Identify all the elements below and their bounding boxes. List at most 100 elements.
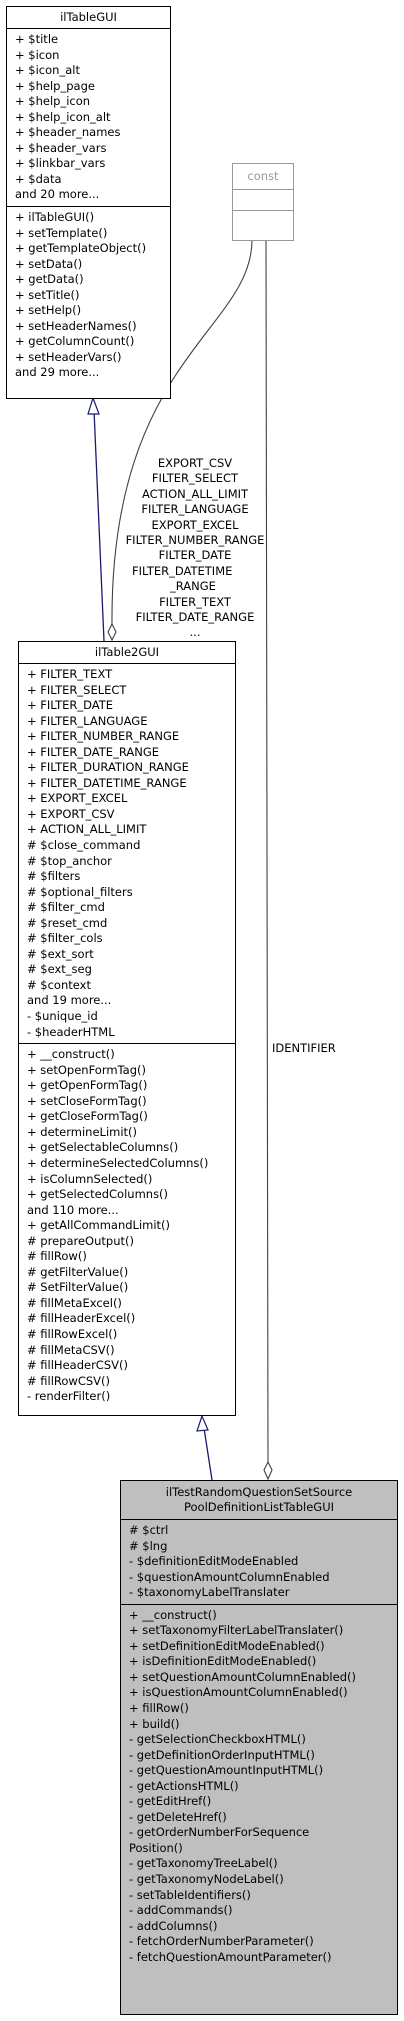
method: + determineSelectedColumns()	[27, 1155, 209, 1170]
attribute: - $questionAmountColumnEnabled	[129, 1569, 330, 1584]
attribute: and 19 more...	[27, 993, 112, 1008]
method: + getTemplateObject()	[15, 241, 147, 256]
method: + ilTableGUI()	[15, 210, 95, 225]
usage-edge-const-to-leaf	[265, 239, 269, 1463]
inheritance-edge-table2-to-tablegui	[93, 409, 105, 642]
attribute: + FILTER_TEXT	[27, 667, 113, 681]
method: + setHelp()	[15, 303, 82, 318]
class-iltable2gui: ilTable2GUI + FILTER_TEXT + FILTER_SELEC…	[18, 641, 236, 1416]
attribute: # $close_command	[27, 838, 141, 853]
method: - getQuestionAmountInputHTML()	[129, 1763, 324, 1778]
method: + determineLimit()	[27, 1124, 138, 1139]
methods-section: + __construct() + setOpenFormTag() + get…	[19, 1043, 235, 1408]
class-iltablegui: ilTableGUI + $title + $icon + $icon_alt …	[6, 6, 171, 399]
method: + __construct()	[27, 1047, 115, 1062]
attribute: + FILTER_LANGUAGE	[27, 713, 148, 728]
method: + isColumnSelected()	[27, 1171, 153, 1186]
method: and 110 more...	[27, 1202, 119, 1217]
attribute: - $unique_id	[27, 1009, 98, 1024]
method: + setTaxonomyFilterLabelTranslater()	[129, 1623, 344, 1638]
class-name: const	[233, 164, 293, 190]
method: + __construct()	[129, 1607, 217, 1622]
class-const: const	[232, 163, 294, 241]
attribute: # $filter_cmd	[27, 900, 105, 915]
method: - getTaxonomyTreeLabel()	[129, 1856, 278, 1871]
method: - getDeleteHref()	[129, 1809, 227, 1824]
method: - fetchQuestionAmountParameter()	[129, 1949, 332, 1964]
attribute: # $top_anchor	[27, 853, 112, 868]
attribute: # $filters	[27, 869, 81, 884]
edge-label-const-to-leaf: IDENTIFIER	[272, 1041, 336, 1055]
method: # fillHeaderExcel()	[27, 1311, 136, 1326]
method: - getActionsHTML()	[129, 1778, 239, 1793]
attribute: # $optional_filters	[27, 884, 133, 899]
method: + fillRow()	[129, 1701, 189, 1716]
method: # fillMetaExcel()	[27, 1295, 122, 1310]
usage-edge-const-to-table2	[111, 239, 253, 625]
attribute: # $ext_seg	[27, 962, 92, 977]
method: + getAllCommandLimit()	[27, 1218, 171, 1233]
attribute: # $reset_cmd	[27, 915, 108, 930]
class-name: ilTestRandomQuestionSetSource PoolDefini…	[121, 1481, 397, 1520]
method: # fillRow()	[27, 1249, 87, 1264]
method: - setTableIdentifiers()	[129, 1887, 251, 1902]
class-name: ilTable2GUI	[19, 642, 235, 664]
method: - getTaxonomyNodeLabel()	[129, 1872, 284, 1887]
attribute: - $headerHTML	[27, 1024, 115, 1039]
attribute: + $help_icon	[15, 94, 91, 109]
method: + setOpenFormTag()	[27, 1062, 146, 1077]
attribute: + FILTER_SELECT	[27, 682, 127, 697]
methods-section: + ilTableGUI() + setTemplate() + getTemp…	[7, 206, 170, 384]
method: + isQuestionAmountColumnEnabled()	[129, 1685, 348, 1700]
method: # fillHeaderCSV()	[27, 1358, 128, 1373]
attribute: + FILTER_DATE	[27, 698, 114, 713]
method: + setHeaderVars()	[15, 349, 122, 364]
attribute: - $definitionEditModeEnabled	[129, 1554, 299, 1569]
usage-diamond-table2	[107, 622, 117, 642]
method: - addColumns()	[129, 1918, 218, 1933]
method: + setHeaderNames()	[15, 318, 137, 333]
method: + getColumnCount()	[15, 334, 135, 349]
method: - addCommands()	[129, 1903, 233, 1918]
attribute: + $help_page	[15, 78, 95, 93]
method: + setTemplate()	[15, 225, 108, 240]
attributes-section: # $ctrl # $lng - $definitionEditModeEnab…	[121, 1520, 397, 1604]
methods-section	[233, 210, 293, 231]
attribute: # $ext_sort	[27, 946, 94, 961]
inheritance-arrowhead-tablegui	[87, 396, 100, 415]
method: and 29 more...	[15, 365, 100, 380]
method: + setTitle()	[15, 287, 80, 302]
class-iltestrandomquestionsetsourcepooldefinitionlisttablegui: ilTestRandomQuestionSetSource PoolDefini…	[120, 1480, 398, 2015]
attribute: + $header_names	[15, 125, 121, 140]
inheritance-edge-leaf-to-table2	[203, 1427, 213, 1481]
attribute: + FILTER_DURATION_RANGE	[27, 760, 189, 775]
attributes-section: + $title + $icon + $icon_alt + $help_pag…	[7, 29, 170, 206]
method: + getData()	[15, 272, 84, 287]
attributes-section	[233, 190, 293, 210]
method: # getFilterValue()	[27, 1264, 129, 1279]
inheritance-arrowhead-table2	[196, 1414, 209, 1432]
method: # fillRowCSV()	[27, 1373, 111, 1388]
method: + getSelectedColumns()	[27, 1187, 169, 1202]
attribute: + FILTER_DATETIME_RANGE	[27, 775, 187, 790]
method: Position()	[129, 1840, 183, 1855]
attributes-section: + FILTER_TEXT + FILTER_SELECT + FILTER_D…	[19, 664, 235, 1043]
method: - getEditHref()	[129, 1794, 212, 1809]
attribute: + $header_vars	[15, 140, 107, 155]
method: # fillMetaCSV()	[27, 1342, 115, 1357]
class-name: ilTableGUI	[7, 7, 170, 29]
attribute: + FILTER_NUMBER_RANGE	[27, 729, 180, 744]
attribute: + $linkbar_vars	[15, 156, 106, 171]
method: + setQuestionAmountColumnEnabled()	[129, 1669, 356, 1684]
method: - renderFilter()	[27, 1389, 111, 1404]
method: + setCloseFormTag()	[27, 1093, 147, 1108]
edge-label-const-to-table2: EXPORT_CSV FILTER_SELECT ACTION_ALL_LIMI…	[125, 456, 265, 640]
usage-diamond-leaf	[263, 1460, 273, 1481]
method: # fillRowExcel()	[27, 1326, 118, 1341]
method: - getSelectionCheckboxHTML()	[129, 1732, 306, 1747]
method: - getOrderNumberForSequence	[129, 1825, 310, 1840]
methods-section: + __construct() + setTaxonomyFilterLabel…	[121, 1603, 397, 1969]
attribute: + $icon	[15, 47, 60, 62]
method: + setData()	[15, 256, 83, 271]
